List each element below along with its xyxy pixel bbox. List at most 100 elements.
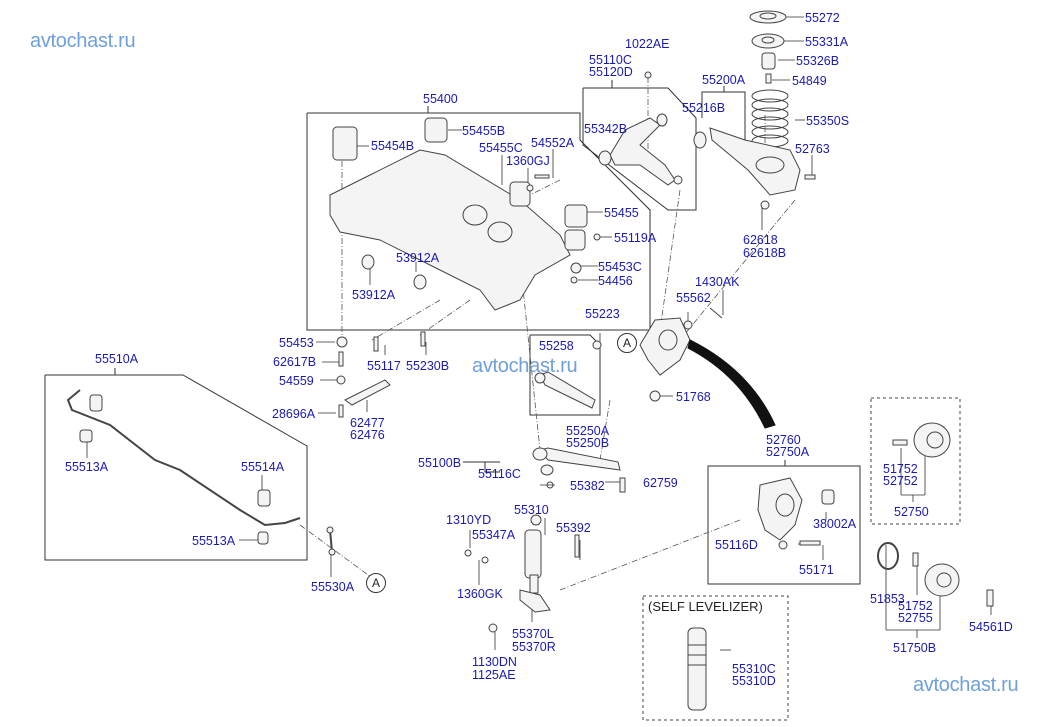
part-label[interactable]: 55250A bbox=[566, 424, 610, 438]
part-label[interactable]: 55513A bbox=[192, 534, 236, 548]
callout-arrow bbox=[687, 339, 776, 429]
part-label[interactable]: 1130DN bbox=[472, 655, 517, 669]
group-label-knuckle[interactable]: 52760 bbox=[766, 433, 801, 447]
part-label[interactable]: 55216B bbox=[682, 101, 726, 115]
part-label[interactable]: 55530A bbox=[311, 580, 355, 594]
part-label[interactable]: 55562 bbox=[676, 291, 711, 305]
part-label[interactable]: 38002A bbox=[813, 517, 857, 531]
part-label[interactable]: 62618B bbox=[743, 246, 787, 260]
part-label[interactable]: 53912A bbox=[352, 288, 396, 302]
part-label[interactable]: 55230B bbox=[406, 359, 450, 373]
part-label[interactable]: 55392 bbox=[556, 521, 591, 535]
part-label[interactable]: 55171 bbox=[799, 563, 834, 577]
self-levelizer-group-outline bbox=[642, 595, 789, 721]
assist-arm-part bbox=[539, 447, 621, 471]
part-label[interactable]: 28696A bbox=[272, 407, 316, 421]
part-label[interactable]: 55116C bbox=[478, 467, 521, 481]
part-label[interactable]: 55370L bbox=[512, 627, 554, 641]
part-label[interactable]: 62759 bbox=[643, 476, 678, 490]
part-label[interactable]: 55310 bbox=[514, 503, 549, 517]
part-label[interactable]: 55454B bbox=[371, 139, 415, 153]
part-label[interactable]: 51768 bbox=[676, 390, 711, 404]
part-label[interactable]: 55326B bbox=[796, 54, 840, 68]
group-label-hub-a[interactable]: 52750 bbox=[894, 505, 929, 519]
part-label[interactable]: 62477 bbox=[350, 416, 385, 430]
part-label[interactable]: 52752 bbox=[883, 474, 918, 488]
part-label[interactable]: 62617B bbox=[273, 355, 317, 369]
trailing-arm-group-outline bbox=[529, 334, 601, 416]
part-label[interactable]: 51752 bbox=[883, 462, 918, 476]
trailing-arm-part bbox=[539, 371, 596, 409]
part-label[interactable]: 54456 bbox=[598, 274, 633, 288]
part-label[interactable]: 55250B bbox=[566, 436, 610, 450]
part-label[interactable]: 52763 bbox=[795, 142, 830, 156]
part-label[interactable]: 54561D bbox=[969, 620, 1013, 634]
part-label[interactable]: 55382 bbox=[570, 479, 605, 493]
part-label[interactable]: 55347A bbox=[472, 528, 516, 542]
part-label[interactable]: 1125AE bbox=[472, 668, 516, 682]
upper-arm-part bbox=[609, 117, 676, 186]
part-label[interactable]: 55370R bbox=[512, 640, 556, 654]
part-label[interactable]: 54559 bbox=[279, 374, 314, 388]
group-label-hub-b[interactable]: 51750B bbox=[893, 641, 937, 655]
reference-marker-a: A bbox=[366, 573, 386, 593]
part-label[interactable]: 55200A bbox=[702, 73, 746, 87]
crossmember-group-outline bbox=[306, 112, 651, 331]
part-label[interactable]: 1360GK bbox=[457, 587, 503, 601]
watermark-top-left: avtochast.ru bbox=[30, 30, 136, 52]
reference-marker-a: A bbox=[617, 333, 637, 353]
self-levelizer-note: (SELF LEVELIZER) bbox=[648, 599, 763, 614]
part-label[interactable]: 62618 bbox=[743, 233, 778, 247]
part-label[interactable]: 52755 bbox=[898, 611, 933, 625]
self-levelizer-shock-part bbox=[687, 627, 707, 711]
part-label[interactable]: 55455C bbox=[479, 141, 523, 155]
part-label[interactable]: 54552A bbox=[531, 136, 575, 150]
part-label[interactable]: 55120D bbox=[589, 65, 633, 79]
shock-absorber-part bbox=[524, 529, 542, 579]
part-label[interactable]: 55455 bbox=[604, 206, 639, 220]
part-label[interactable]: 55350S bbox=[806, 114, 850, 128]
upper-arm-group-outline bbox=[582, 87, 697, 211]
part-label[interactable]: 55453 bbox=[279, 336, 314, 350]
part-label[interactable]: 55272 bbox=[805, 11, 840, 25]
part-label[interactable]: 55116D bbox=[715, 538, 758, 552]
watermark-bottom-right: avtochast.ru bbox=[913, 674, 1019, 696]
part-label[interactable]: 55110C bbox=[589, 53, 632, 67]
group-label-assist-arm[interactable]: 55100B bbox=[418, 456, 462, 470]
stabilizer-bar-part bbox=[66, 389, 301, 527]
lower-arm-part bbox=[709, 127, 801, 196]
bump-stop-part bbox=[761, 52, 776, 70]
watermark-center: avtochast.ru bbox=[472, 355, 578, 377]
stabilizer-group-outline bbox=[44, 374, 308, 561]
part-label[interactable]: 55513A bbox=[65, 460, 109, 474]
part-label[interactable]: 55223 bbox=[585, 307, 620, 321]
part-label[interactable]: 55342B bbox=[584, 122, 628, 136]
part-label[interactable]: 52750A bbox=[766, 445, 810, 459]
part-label[interactable]: 55514A bbox=[241, 460, 285, 474]
coil-spring-part bbox=[751, 89, 789, 148]
part-label[interactable]: 54849 bbox=[792, 74, 827, 88]
part-label[interactable]: 51853 bbox=[870, 592, 905, 606]
part-label[interactable]: 1360GJ bbox=[506, 154, 550, 168]
part-label[interactable]: 55119A bbox=[614, 231, 657, 245]
part-label[interactable]: 1310YD bbox=[446, 513, 492, 527]
group-label-crossmember[interactable]: 55400 bbox=[423, 92, 458, 106]
crossmember-part bbox=[329, 149, 571, 311]
part-label[interactable]: 55117 bbox=[367, 359, 401, 373]
part-label[interactable]: 55455B bbox=[462, 124, 506, 138]
part-label[interactable]: 1022AE bbox=[625, 37, 670, 51]
part-label[interactable]: 62476 bbox=[350, 428, 385, 442]
part-label[interactable]: 55258 bbox=[539, 339, 574, 353]
part-label[interactable]: 55453C bbox=[598, 260, 642, 274]
group-label-stabilizer[interactable]: 55510A bbox=[95, 352, 139, 366]
part-label[interactable]: 55310C bbox=[732, 662, 776, 676]
part-label[interactable]: 55310D bbox=[732, 674, 776, 688]
part-label[interactable]: 51752 bbox=[898, 599, 933, 613]
part-label[interactable]: 1430AK bbox=[695, 275, 740, 289]
part-label[interactable]: 53912A bbox=[396, 251, 440, 265]
knuckle-group-outline bbox=[707, 465, 861, 585]
crossmember-bushing-part bbox=[332, 126, 358, 161]
hub-a-group-outline bbox=[870, 397, 961, 525]
part-label[interactable]: 55331A bbox=[805, 35, 849, 49]
